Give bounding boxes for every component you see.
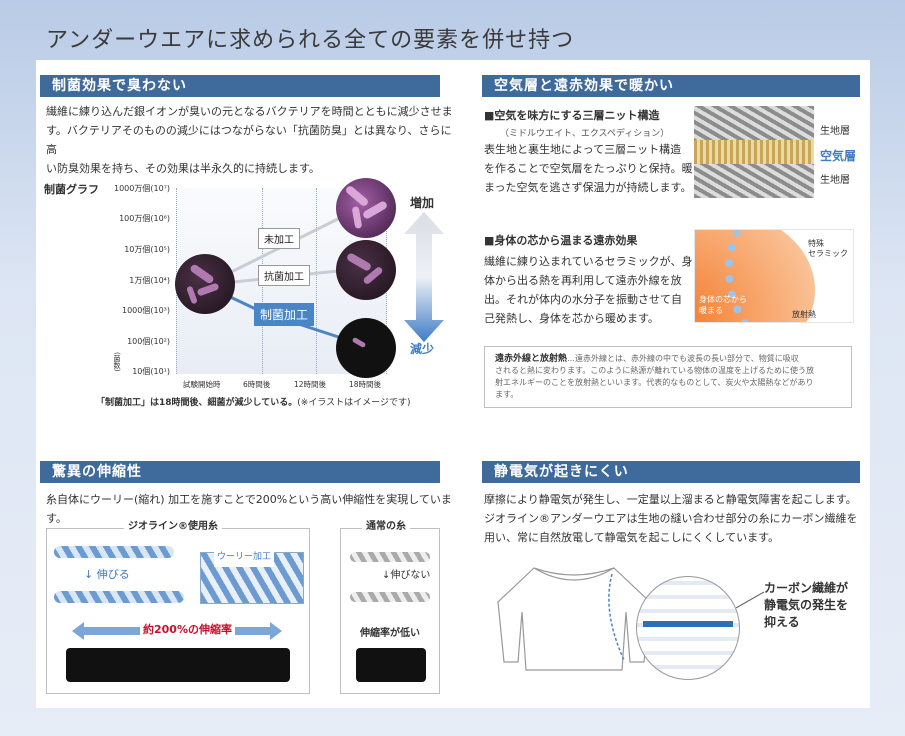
seam-closeup-illustration	[636, 576, 740, 680]
body-core-label-line: 身体の芯から	[699, 295, 747, 304]
three-layer-note: （ミドルウエイト、エクスペディション）	[500, 129, 670, 139]
y-tick-label: 1万個(10⁴)	[129, 276, 170, 285]
ceramic-label-line: 特殊	[808, 239, 824, 248]
note-title: 遠赤外線と放射熱	[495, 354, 568, 364]
graph-caption: 「制菌加工」は18時間後、細菌が減少している。(※イラストはイメージです)	[96, 394, 410, 413]
y-tick-label: 100個(10²)	[127, 337, 170, 346]
label-untreated: 未加工	[258, 228, 300, 249]
down-arrow-icon: ↓	[84, 568, 97, 581]
grid-line	[316, 188, 317, 374]
body-line: ジオライン®アンダーウエアは生地の縫い合わせ部分の糸にカーボン繊維を	[484, 512, 858, 525]
stretch-body: 糸自体にウーリー(縮れ) 加工を施すことで200%という高い伸縮性を実現していま…	[46, 493, 452, 525]
callout-line: カーボン繊維が	[764, 581, 849, 595]
body-line: 摩擦により静電気が発生し、一定量以上溜まると静電気障害を起こします。	[484, 493, 857, 506]
far-infrared-note-box: 遠赤外線と放射熱…遠赤外線とは、赤外線の中でも波長の長い部分で、物質に吸収 され…	[484, 346, 852, 408]
note-line: …遠赤外線とは、赤外線の中でも波長の長い部分で、物質に吸収	[567, 354, 799, 363]
x-tick-label: 試験開始時	[183, 380, 221, 389]
y-tick-label: 1000個(10³)	[122, 306, 170, 315]
yarn-illustration	[54, 546, 174, 558]
increase-decrease-arrow-icon	[404, 212, 444, 342]
ceramic-fiber-band	[725, 230, 853, 322]
page-title: アンダーウエアに求められる全ての要素を併せ持つ	[46, 28, 575, 53]
section-heading-stretch: 驚異の伸縮性	[40, 461, 440, 483]
far-infrared-illustration	[694, 229, 854, 323]
section-heading-antibacterial: 制菌効果で臭わない	[40, 75, 440, 97]
body-line: 出。それが体内の水分子を振動させて自	[484, 293, 682, 306]
callout-line: 静電気の発生を	[764, 598, 849, 612]
geoline-yarn-label: ジオライン®使用糸	[124, 517, 222, 536]
body-line: い防臭効果を持ち、その効果は半永久的に持続します。	[46, 162, 320, 175]
bacteria-start-illustration	[175, 254, 235, 314]
body-line: を作ることで空気層をたっぷりと保持。暖	[484, 162, 693, 175]
stretch-normal-label: 伸縮率が低い	[360, 628, 420, 639]
stretched-fabric-photo	[66, 648, 290, 682]
y-unit-label: (菌数)	[113, 352, 121, 372]
section-heading-static: 静電気が起きにくい	[482, 461, 860, 483]
ceramic-label: 特殊 セラミック	[808, 239, 848, 259]
label-antibacterial: 抗菌加工	[258, 265, 310, 286]
body-core-label-line: 暖まる	[699, 306, 723, 315]
down-arrow-icon: ↓	[382, 570, 391, 581]
body-line: 用い、常に自然放電して静電気を起こしにくくしています。	[484, 531, 780, 544]
woolly-label: ウーリー加工	[214, 548, 275, 567]
y-tick-label: 10個(10¹)	[132, 367, 170, 376]
body-line: 繊維に練り込んだ銀イオンが臭いの元となるバクテリアを時間とともに減少させま	[46, 105, 453, 118]
stretches-label: ↓ 伸びる	[84, 565, 130, 584]
ceramic-label-line: セラミック	[808, 249, 848, 258]
bacteria-seikin-illustration	[336, 318, 396, 378]
no-stretch-label: ↓伸びない	[382, 566, 430, 585]
layer-top-label: 生地層	[820, 126, 850, 137]
far-infrared-body: 繊維に練り込まれているセラミックが、身 体から出る熱を再利用して遠赤外線を放 出…	[484, 252, 694, 328]
increase-label: 増加	[410, 196, 435, 210]
x-tick-label: 12時間後	[294, 380, 327, 389]
note-line: されると熱に変わります。このように熱源が離れている物体の温度を上げるために使う放	[495, 366, 814, 375]
undershirt-illustration	[497, 567, 651, 671]
body-line: まった空気を逃さず保温力が持続します。	[484, 181, 692, 194]
y-tick-label: 10万個(10⁵)	[124, 245, 170, 254]
far-infrared-heading: ■身体の芯から温まる遠赤効果	[484, 234, 638, 247]
carbon-fiber-thread	[643, 621, 733, 627]
body-core-label: 身体の芯から 暖まる	[699, 294, 747, 316]
label-seikin: 制菌加工	[254, 303, 315, 326]
callout-line: 抑える	[764, 615, 800, 629]
body-line: 己発熱し、身体を芯から暖めます。	[484, 312, 659, 325]
radiant-heat-label: 放射熱	[792, 310, 816, 319]
static-body: 摩擦により静電気が発生し、一定量以上溜まると静電気障害を起こします。 ジオライン…	[484, 490, 862, 547]
decrease-label: 減少	[410, 342, 435, 356]
yarn-stretched-illustration	[54, 591, 184, 603]
normal-fabric-photo	[356, 648, 426, 682]
air-layer-band	[694, 140, 814, 164]
layer-bottom-label: 生地層	[820, 175, 850, 186]
caption-note: (※イラストはイメージです)	[297, 398, 411, 408]
body-line: 表生地と裏生地によって三層ニット構造	[484, 143, 682, 156]
x-tick-label: 18時間後	[349, 380, 382, 389]
normal-yarn-illustration	[350, 592, 430, 602]
layer-mid-label: 空気層	[820, 149, 857, 163]
note-line: ます。	[495, 390, 519, 399]
three-layer-heading: ■空気を味方にする三層ニット構造	[484, 109, 660, 122]
carbon-fiber-callout: カーボン繊維が 静電気の発生を 抑える	[764, 580, 848, 631]
antibacterial-body: 繊維に練り込んだ銀イオンが臭いの元となるバクテリアを時間とともに減少させま す。…	[46, 102, 456, 178]
normal-yarn-illustration	[350, 552, 430, 562]
stretches-text: 伸びる	[96, 568, 130, 581]
pointer-line	[736, 591, 765, 609]
y-tick-label: 1000万個(10⁷)	[114, 184, 170, 193]
stretch-geoline-label: 約200%の伸縮率	[140, 622, 235, 638]
caption-bold: 「制菌加工」は18時間後、細菌が減少している。	[96, 398, 298, 408]
note-line: 射エネルギーのことを放射熱といいます。代表的なものとして、炭火や太陽熱などがあり	[495, 378, 814, 387]
no-stretch-text: 伸びない	[390, 570, 431, 581]
three-layer-knit-illustration	[694, 106, 814, 198]
section-heading-warmth: 空気層と遠赤効果で暖かい	[482, 75, 860, 97]
x-tick-label: 6時間後	[243, 380, 271, 389]
three-layer-body: 表生地と裏生地によって三層ニット構造 を作ることで空気層をたっぷりと保持。暖 ま…	[484, 140, 694, 197]
bacteria-untreated-illustration	[336, 178, 396, 238]
normal-yarn-label: 通常の糸	[362, 517, 410, 536]
body-line: 体から出る熱を再利用して遠赤外線を放	[484, 274, 682, 287]
body-line: 繊維に練り込まれているセラミックが、身	[484, 255, 693, 268]
graph-label: 制菌グラフ	[44, 183, 99, 196]
y-tick-label: 100万個(10⁶)	[119, 214, 170, 223]
body-line: す。バクテリアそのものの減少にはつながらない「抗菌防臭」とは異なり、さらに高	[46, 124, 452, 156]
